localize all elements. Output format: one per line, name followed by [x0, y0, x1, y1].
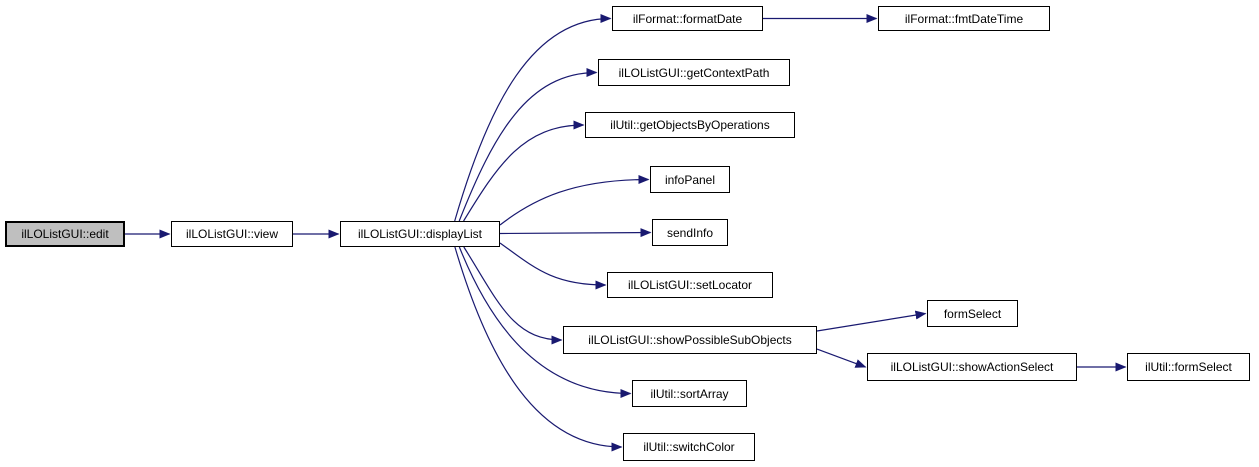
node-getObjectsByOperations[interactable]: ilUtil::getObjectsByOperations	[585, 112, 795, 138]
node-label-infoPanel: infoPanel	[664, 172, 716, 187]
node-label-getObjectsByOperations: ilUtil::getObjectsByOperations	[610, 118, 770, 132]
edge-displayList-setLocator	[499, 242, 607, 290]
node-ilUtil-formSelect[interactable]: ilUtil::formSelect	[1127, 353, 1250, 381]
node-label-formSelect: formSelect	[943, 306, 1002, 321]
node-showPossibleSubObjects[interactable]: ilLOListGUI::showPossibleSubObjects	[563, 326, 817, 354]
node-sortArray[interactable]: ilUtil::sortArray	[632, 380, 747, 407]
node-label-formatDate: ilFormat::formatDate	[632, 11, 743, 26]
node-label-showPossibleSubObjects: ilLOListGUI::showPossibleSubObjects	[588, 333, 792, 347]
node-label-fmtDateTime: ilFormat::fmtDateTime	[904, 11, 1024, 26]
node-label-showActionSelect: ilLOListGUI::showActionSelect	[890, 360, 1054, 374]
node-getContextPath[interactable]: ilLOListGUI::getContextPath	[598, 59, 790, 86]
node-fmtDateTime[interactable]: ilFormat::fmtDateTime	[878, 6, 1050, 31]
node-formSelect[interactable]: formSelect	[927, 300, 1018, 327]
edge-displayList-getContextPath	[458, 68, 598, 222]
node-label-sortArray: ilUtil::sortArray	[650, 386, 729, 401]
node-label-view: ilLOListGUI::view	[185, 227, 279, 241]
node-infoPanel[interactable]: infoPanel	[650, 166, 730, 193]
edge-displayList-sendInfo	[499, 228, 652, 238]
node-showActionSelect[interactable]: ilLOListGUI::showActionSelect	[867, 353, 1077, 381]
edge-displayList-sortArray	[458, 246, 632, 398]
node-label-switchColor: ilUtil::switchColor	[643, 440, 735, 454]
node-label-setLocator: ilLOListGUI::setLocator	[627, 278, 753, 292]
node-label-sendInfo: sendInfo	[666, 225, 714, 240]
edge-showPossibleSubObjects-formSelect	[816, 310, 927, 332]
node-label-edit: ilLOListGUI::edit	[21, 227, 109, 241]
node-view[interactable]: ilLOListGUI::view	[171, 221, 293, 247]
node-sendInfo[interactable]: sendInfo	[652, 219, 728, 246]
edge-displayList-infoPanel	[499, 175, 650, 226]
edge-displayList-getObjectsByOperations	[463, 120, 585, 222]
node-edit[interactable]: ilLOListGUI::edit	[5, 221, 125, 247]
node-label-ilUtil-formSelect: ilUtil::formSelect	[1145, 360, 1232, 374]
edge-showPossibleSubObjects-showActionSelect	[816, 348, 867, 368]
edge-displayList-showPossibleSubObjects	[463, 246, 563, 345]
node-switchColor[interactable]: ilUtil::switchColor	[623, 433, 755, 461]
node-label-getContextPath: ilLOListGUI::getContextPath	[618, 65, 770, 80]
node-label-displayList: ilLOListGUI::displayList	[357, 227, 483, 241]
node-formatDate[interactable]: ilFormat::formatDate	[612, 6, 763, 31]
node-displayList[interactable]: ilLOListGUI::displayList	[340, 221, 500, 247]
node-setLocator[interactable]: ilLOListGUI::setLocator	[607, 272, 773, 298]
